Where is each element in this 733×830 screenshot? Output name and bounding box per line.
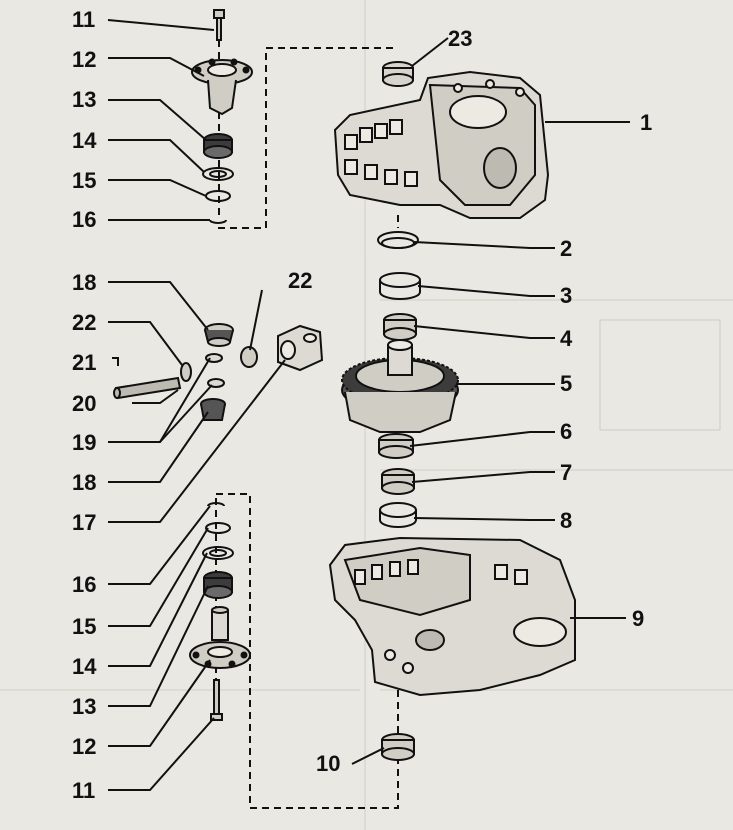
callout-12-bottom: 12 [72, 734, 97, 759]
bearing-part-7 [381, 468, 415, 495]
callout-22-left: 22 [72, 310, 97, 335]
callout-18-upper: 18 [72, 270, 97, 295]
washer-part-14-top [202, 167, 234, 181]
bearing-part-4 [383, 313, 417, 341]
pinion-gear-part-18-top [204, 323, 234, 347]
seal-part-13-top [203, 133, 233, 159]
callout-16-bottom: 16 [72, 572, 97, 597]
callout-7: 7 [560, 460, 573, 485]
callout-11-bottom: 11 [72, 778, 96, 803]
callout-20: 20 [72, 391, 97, 416]
diff-case-part-17 [277, 324, 324, 372]
callout-5: 5 [560, 371, 573, 396]
lower-housing-part-9 [328, 536, 576, 697]
callout-6: 6 [560, 419, 573, 444]
callout-9: 9 [632, 606, 645, 631]
bolt-part-11-bottom [210, 679, 223, 721]
washer-part-22-right [240, 346, 258, 368]
bearing-part-6 [378, 433, 414, 459]
ring-part-8 [379, 502, 417, 528]
callout-15-top: 15 [72, 168, 97, 193]
callout-19: 19 [72, 430, 97, 455]
callout-13-top: 13 [72, 87, 97, 112]
callout-10: 10 [316, 751, 341, 776]
callout-14-top: 14 [72, 128, 97, 153]
clip-part-16-bottom [207, 502, 225, 507]
callout-15-bottom: 15 [72, 614, 97, 639]
clip-part-16-top [209, 219, 227, 224]
leader-lines [107, 19, 630, 791]
bearing-part-23 [382, 61, 414, 87]
washer-part-14-bottom [202, 546, 234, 560]
callout-2: 2 [560, 236, 573, 261]
callout-21: 21 [72, 350, 97, 375]
callout-4: 4 [560, 326, 573, 351]
bearing-part-10 [381, 733, 415, 761]
upper-housing-part-1 [333, 70, 550, 219]
pinion-gear-part-18-bottom [200, 398, 226, 421]
ring-part-3 [379, 272, 421, 300]
callout-16-top: 16 [72, 207, 97, 232]
callout-17: 17 [72, 510, 97, 535]
ring-part-15-bottom [205, 522, 231, 534]
callout-11-top: 11 [72, 7, 96, 32]
callout-3: 3 [560, 283, 573, 308]
pin-part-21 [112, 357, 119, 366]
flange-part-12-bottom [189, 606, 251, 669]
seal-part-13-bottom [203, 571, 233, 599]
bolt-part-11-top [213, 9, 225, 41]
callout-1: 1 [640, 110, 653, 135]
callout-18-lower: 18 [72, 470, 97, 495]
callout-12-top: 12 [72, 47, 97, 72]
ring-gear-part-5 [341, 339, 459, 433]
flange-part-12-top [191, 58, 253, 116]
callout-14-bottom: 14 [72, 654, 97, 679]
ring-part-2 [377, 231, 419, 249]
washer-part-22-left [180, 362, 192, 382]
callout-8: 8 [560, 508, 573, 533]
callout-13-bottom: 13 [72, 694, 97, 719]
callout-22-right: 22 [288, 268, 313, 293]
shaft-part-20 [113, 376, 182, 400]
callout-23: 23 [448, 26, 473, 51]
